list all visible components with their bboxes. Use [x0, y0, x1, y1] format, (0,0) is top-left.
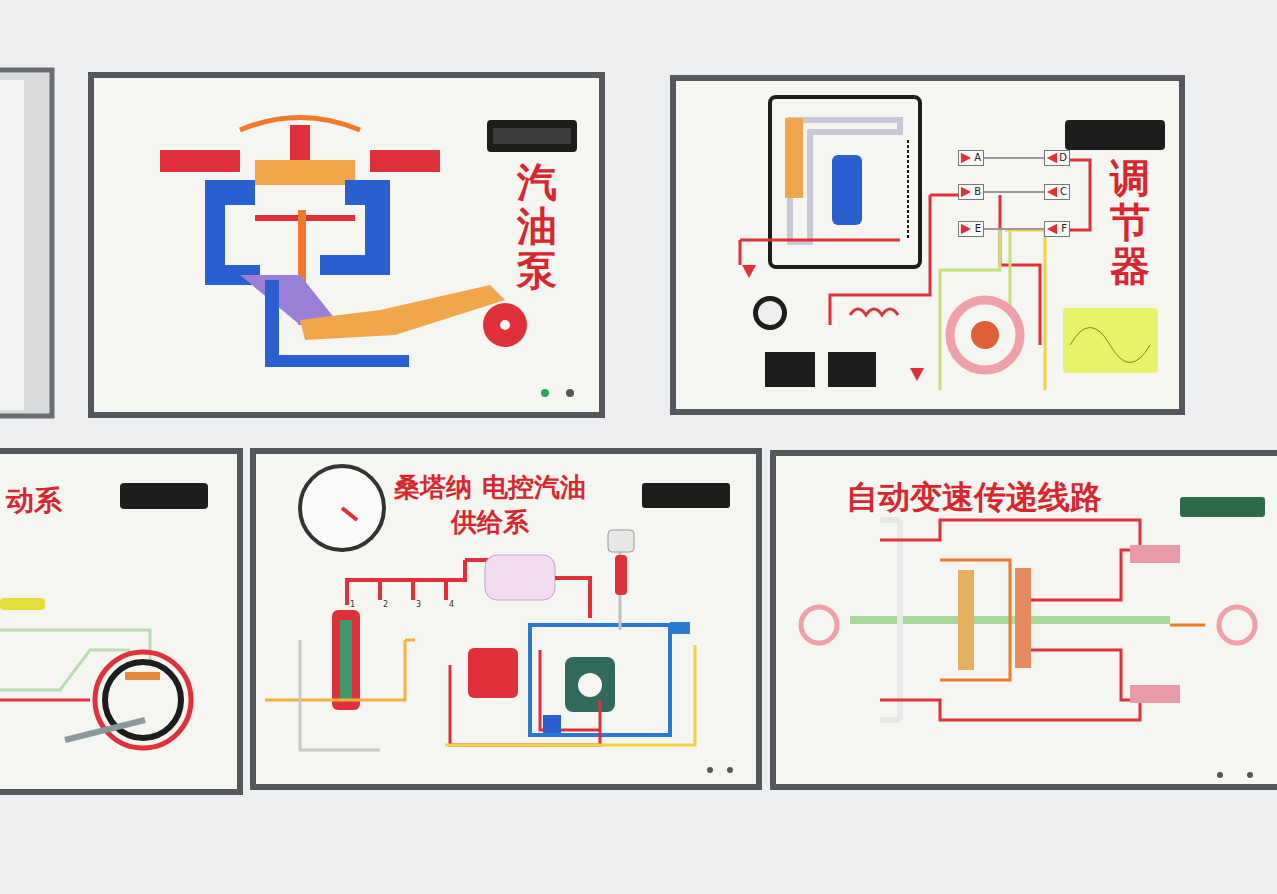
board-title: 动系 [6, 482, 62, 520]
terminal-letter: A [974, 152, 981, 164]
terminal-letter: F [1061, 223, 1067, 235]
display-board: 桑塔纳 电控汽油供给系 [250, 448, 762, 790]
callout-number: 2 [382, 600, 389, 609]
terminal-marker: B [958, 184, 984, 200]
callout-number: 4 [448, 600, 455, 609]
display-board: 自动变速传递线路 [770, 450, 1277, 790]
wire-connector [984, 157, 1044, 159]
board-title: 汽油泵 [517, 160, 557, 292]
display-board: 调节器 A D B C E F [670, 75, 1185, 415]
callout-number: 1 [349, 600, 356, 609]
terminal-marker: C [1044, 184, 1070, 200]
terminal-letter: B [974, 186, 981, 198]
terminal-marker: F [1044, 221, 1070, 237]
terminal-letter: C [1060, 186, 1067, 198]
terminal-marker: E [958, 221, 984, 237]
board-title: 自动变速传递线路 [846, 476, 1102, 519]
board-title: 桑塔纳 电控汽油供给系 [385, 470, 595, 540]
terminal-letter: D [1059, 152, 1067, 164]
terminal-marker: A [958, 150, 984, 166]
terminal-letter: E [975, 223, 981, 235]
display-board: 动系 [0, 448, 243, 795]
wire-connector [984, 228, 1044, 230]
callout-number: 3 [415, 600, 422, 609]
terminal-marker: D [1044, 150, 1070, 166]
display-board: 汽油泵 [88, 72, 605, 418]
board-title: 调节器 [1110, 156, 1150, 288]
wire-connector [984, 191, 1044, 193]
